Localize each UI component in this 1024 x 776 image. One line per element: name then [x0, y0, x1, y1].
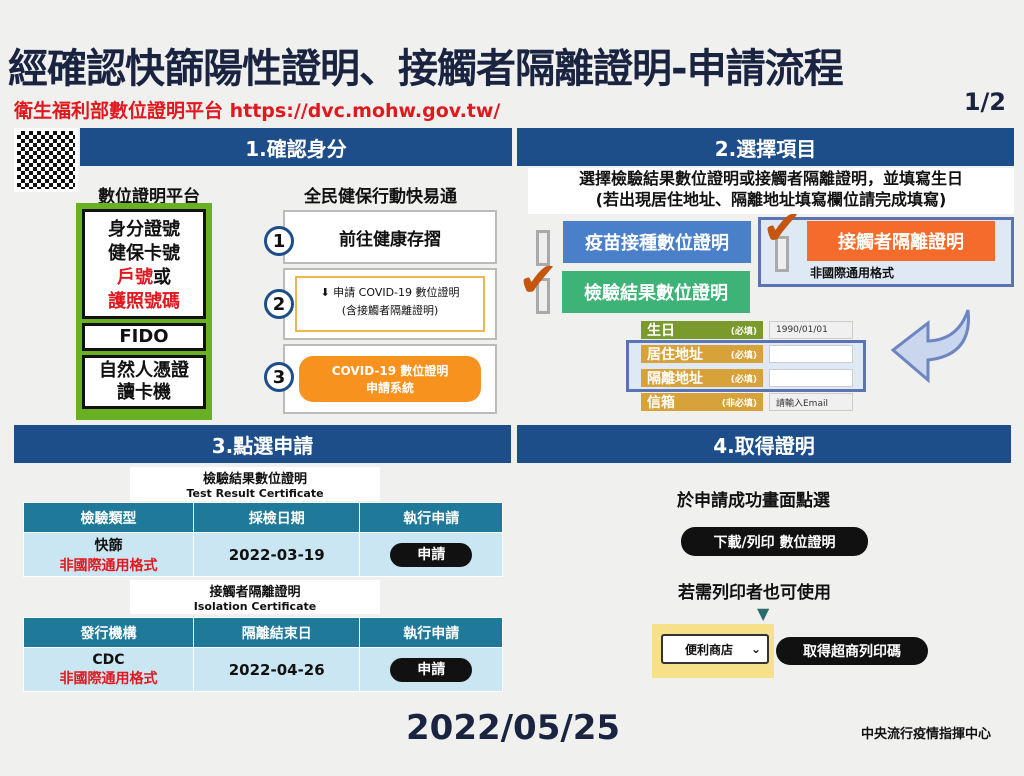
- step-number: 1: [264, 226, 294, 256]
- step-sublabel: (含接觸者隔離證明): [341, 304, 439, 317]
- step4-header: 4.取得證明: [517, 425, 1011, 463]
- cert-title-en: Test Result Certificate: [186, 487, 324, 500]
- store-select-value: 便利商店: [685, 642, 734, 657]
- field-label: 信箱: [647, 395, 675, 411]
- required-tag: (必填): [730, 350, 757, 361]
- test-type: 快篩: [94, 537, 123, 554]
- table-row: CDC 非國際通用格式 2022-04-26 申請: [23, 647, 503, 692]
- download-print-button[interactable]: 下載/列印 數位證明: [681, 527, 868, 556]
- birthday-input[interactable]: 1990/01/01: [769, 321, 853, 339]
- cert-title-en: Isolation Certificate: [193, 600, 317, 613]
- step-number: 2: [264, 289, 294, 319]
- isolation-address-label: 隔離地址 (必填): [641, 369, 763, 387]
- id-line: 身分證號: [108, 219, 180, 240]
- field-label: 生日: [647, 323, 675, 339]
- optional-tag: (非必填): [721, 398, 757, 409]
- step-label: COVID-19 數位證明: [331, 364, 449, 378]
- household-number: 戶號: [117, 267, 153, 288]
- down-arrow-icon: ▼: [757, 604, 770, 623]
- date: 2022/05/25: [406, 708, 621, 748]
- step2-header: 2.選擇項目: [517, 128, 1014, 166]
- platform-url[interactable]: 衛生福利部數位證明平台 https://dvc.mohw.gov.tw/: [14, 100, 501, 122]
- isolation-checkbox[interactable]: [775, 236, 789, 272]
- column-header: 採檢日期: [192, 502, 361, 533]
- non-international-note: 非國際通用格式: [810, 266, 895, 280]
- test-result-table: 檢驗類型採檢日期執行申請 快篩非國際通用格式 2022-03-19 申請: [23, 502, 503, 577]
- covid-system-step[interactable]: COVID-19 數位證明 申請系統: [283, 344, 497, 414]
- vaccine-checkbox[interactable]: [536, 230, 550, 266]
- platform-methods: 身分證號 健保卡號 戶號或 護照號碼 FIDO 自然人憑證 讀卡機: [76, 203, 212, 420]
- store-print-code-button[interactable]: 取得超商列印碼: [776, 637, 928, 665]
- step-sublabel: 申請系統: [365, 381, 414, 395]
- health-passbook-step[interactable]: 前往健康存摺: [283, 210, 497, 264]
- column-header: 檢驗類型: [23, 502, 194, 533]
- page-indicator: 1/2: [963, 88, 1006, 116]
- store-select[interactable]: 便利商店 ⌄: [661, 634, 769, 664]
- download-icon: ⬇: [320, 286, 330, 299]
- instruction-line: 選擇檢驗結果數位證明或接觸者隔離證明，並填寫生日: [578, 169, 963, 188]
- passport-number: 護照號碼: [108, 291, 180, 312]
- fido-option[interactable]: FIDO: [82, 323, 206, 351]
- organization: 中央流行疫情指揮中心: [861, 727, 992, 742]
- page-title: 經確認快篩陽性證明、接觸者隔離證明-申請流程: [8, 46, 844, 92]
- non-international-note: 非國際通用格式: [59, 670, 158, 687]
- step2-instruction: 選擇檢驗結果數位證明或接觸者隔離證明，並填寫生日 (若出現居住地址、隔離地址填寫…: [528, 168, 1014, 214]
- apply-button[interactable]: 申請: [390, 542, 473, 567]
- isolation-end-date: 2022-04-26: [192, 647, 361, 692]
- cert-title: 檢驗結果數位證明: [202, 472, 307, 487]
- field-label: 居住地址: [647, 347, 703, 363]
- qr-code-icon: [14, 128, 78, 192]
- step4-line1: 於申請成功畫面點選: [677, 491, 830, 511]
- email-input[interactable]: 請輸入Email: [769, 393, 853, 411]
- field-label: 隔離地址: [647, 371, 703, 387]
- apply-covid-step[interactable]: ⬇ 申請 COVID-19 數位證明 (含接觸者隔離證明): [283, 268, 497, 340]
- step1-header: 1.確認身分: [80, 128, 512, 166]
- birthday-label: 生日 (必填): [641, 321, 763, 339]
- table-row: 快篩非國際通用格式 2022-03-19 申請: [23, 532, 503, 577]
- sample-date: 2022-03-19: [192, 532, 361, 577]
- required-tag: (必填): [730, 374, 757, 385]
- instruction-line: (若出現居住地址、隔離地址填寫欄位請完成填寫): [595, 190, 947, 209]
- form-fields: 生日 (必填) 1990/01/01 居住地址 (必填) 隔離地址 (必填) 信箱 (非必…: [641, 321, 853, 411]
- isolation-address-input[interactable]: [769, 369, 853, 387]
- step-label: 申請 COVID-19 數位證明: [333, 286, 460, 299]
- test-result-option[interactable]: 檢驗結果數位證明: [562, 271, 750, 313]
- covid-system-button[interactable]: COVID-19 數位證明 申請系統: [299, 356, 481, 402]
- email-label: 信箱 (非必填): [641, 393, 763, 411]
- residence-label: 居住地址 (必填): [641, 345, 763, 363]
- apply-button[interactable]: 申請: [390, 657, 473, 682]
- checkmark-icon: ✔: [762, 200, 803, 256]
- required-tag: (必填): [730, 326, 757, 337]
- isolation-table: 發行機構隔離結束日執行申請 CDC 非國際通用格式 2022-04-26 申請: [23, 617, 503, 692]
- chevron-down-icon: ⌄: [750, 642, 761, 656]
- id-number-box: 身分證號 健保卡號 戶號或 護照號碼: [82, 209, 206, 319]
- checkmark-icon: ✔: [518, 252, 559, 308]
- column-header: 隔離結束日: [192, 617, 361, 648]
- or-text: 或: [153, 267, 171, 288]
- card-reader-option[interactable]: 自然人憑證 讀卡機: [82, 355, 206, 409]
- step3-header: 3.點選申請: [14, 425, 511, 463]
- step-number: 3: [264, 362, 294, 392]
- card-reader-line: 讀卡機: [117, 382, 171, 403]
- non-international-note: 非國際通用格式: [59, 557, 158, 574]
- issuer: CDC: [92, 651, 125, 668]
- residence-input[interactable]: [769, 345, 853, 363]
- isolation-option[interactable]: 接觸者隔離證明: [807, 221, 995, 261]
- platform-title: 數位證明平台: [98, 187, 200, 207]
- column-header: 執行申請: [359, 502, 503, 533]
- vaccine-option[interactable]: 疫苗接種數位證明: [563, 221, 751, 263]
- column-header: 執行申請: [359, 617, 503, 648]
- test-result-checkbox[interactable]: [536, 278, 550, 314]
- step4-line2: 若需列印者也可使用: [678, 583, 831, 603]
- id-line: 健保卡號: [108, 243, 180, 264]
- card-reader-line: 自然人憑證: [99, 360, 189, 381]
- step-label: 前往健康存摺: [339, 229, 441, 250]
- app-title: 全民健保行動快易通: [304, 187, 457, 207]
- curved-arrow-icon: [890, 309, 970, 384]
- column-header: 發行機構: [23, 617, 194, 648]
- cert-title: 接觸者隔離證明: [209, 585, 301, 600]
